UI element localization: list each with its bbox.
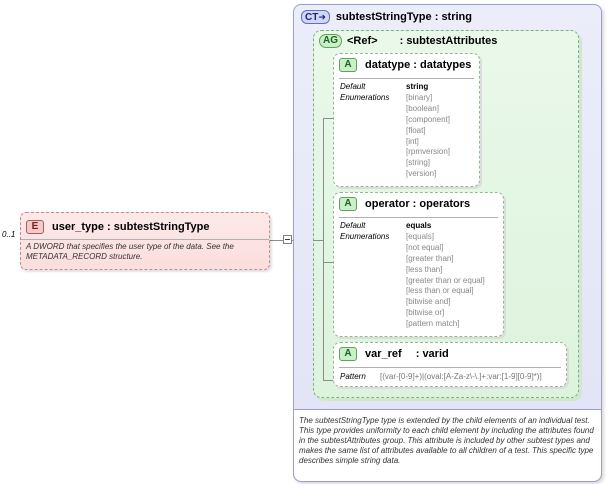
- attribute-group-type: subtestAttributes: [406, 35, 498, 47]
- attribute-datatype-title: datatype : datatypes: [365, 59, 472, 71]
- attribute-datatype-type: datatypes: [420, 59, 472, 71]
- expand-collapse-toggle[interactable]: [283, 235, 292, 244]
- enum-value: [float]: [406, 125, 426, 135]
- attribute-group-badge: AG: [319, 34, 342, 48]
- attribute-badge: A: [339, 347, 357, 361]
- attribute-datatype-values: string [binary] [boolean] [component] [f…: [406, 82, 450, 180]
- enum-value: [bitwise or]: [406, 308, 445, 318]
- attribute-var-ref-name: var_ref: [365, 348, 402, 360]
- enum-value: [equals]: [406, 231, 435, 241]
- element-separator: [21, 239, 269, 240]
- pattern-label: Pattern: [340, 372, 366, 381]
- attribute-operator[interactable]: A operator : operators Default Enumerati…: [333, 192, 504, 337]
- element-name: user_type: [52, 221, 104, 233]
- enum-value: [string]: [406, 158, 431, 168]
- attribute-datatype-name: datatype: [365, 59, 411, 71]
- enum-value: [not equal]: [406, 242, 444, 252]
- element-header: E user_type : subtestStringType: [26, 219, 210, 235]
- attribute-separator: [339, 367, 561, 368]
- extension-arrow-icon: ➜: [318, 12, 326, 22]
- default-value: equals: [406, 221, 432, 230]
- enum-value: [version]: [406, 169, 437, 179]
- attribute-operator-type: operators: [419, 198, 471, 210]
- enum-value: [less than]: [406, 264, 443, 274]
- connector-from-group: [313, 240, 323, 241]
- occurrence-label: 0..1: [2, 230, 16, 239]
- connector-to-var-ref: [323, 380, 333, 381]
- complex-type-description-area: The subtestStringType type is extended b…: [294, 409, 601, 481]
- complex-type-description: The subtestStringType type is extended b…: [299, 416, 594, 465]
- element-badge: E: [26, 220, 44, 234]
- enum-value: [int]: [406, 136, 419, 146]
- default-label: Default: [340, 82, 366, 91]
- pattern-value: [(var-[0-9]+)|(oval:[A-Za-z\-\.]+:var:[1…: [380, 372, 542, 381]
- attribute-operator-name: operator: [365, 198, 410, 210]
- enum-value: [greater than or equal]: [406, 275, 485, 285]
- complex-type-base: string: [441, 11, 472, 23]
- attribute-separator: [339, 78, 474, 79]
- connector-to-operator: [323, 262, 333, 263]
- enum-value: [rpmversion]: [406, 147, 451, 157]
- attribute-datatype-labels: Default Enumerations: [340, 82, 389, 103]
- attribute-separator: [339, 217, 498, 218]
- attribute-datatype-header: A datatype : datatypes: [339, 58, 471, 72]
- enum-value: [binary]: [406, 92, 433, 102]
- enum-value: [less than or equal]: [406, 286, 474, 296]
- connector-element-to-type: [268, 240, 283, 241]
- enum-value: [bitwise and]: [406, 297, 451, 307]
- enum-value: [greater than]: [406, 253, 454, 263]
- enum-value: [pattern match]: [406, 319, 460, 329]
- complex-type-header: CT➜ subtestStringType : string: [301, 10, 472, 24]
- attribute-operator-header: A operator : operators: [339, 197, 470, 211]
- element-title: user_type : subtestStringType: [52, 221, 210, 233]
- attribute-datatype[interactable]: A datatype : datatypes Default Enumerati…: [333, 53, 480, 187]
- complex-type-badge: CT➜: [301, 10, 330, 24]
- attribute-var-ref-type: varid: [422, 348, 449, 360]
- attribute-var-ref-type-label: : varid: [415, 348, 449, 360]
- attribute-var-ref[interactable]: A var_ref : varid Pattern [(var-[0-9]+)|…: [333, 342, 567, 387]
- enumerations-label: Enumerations: [340, 92, 390, 102]
- attribute-badge: A: [339, 197, 357, 211]
- element-user-type[interactable]: E user_type : subtestStringType A DWORD …: [20, 212, 270, 270]
- complex-type-title: subtestStringType : string: [335, 11, 472, 23]
- attribute-badge: A: [339, 58, 357, 72]
- element-description: A DWORD that specifies the user type of …: [26, 242, 234, 261]
- attribute-operator-title: operator : operators: [365, 198, 471, 210]
- default-value: string: [406, 82, 429, 91]
- enumerations-label: Enumerations: [340, 231, 390, 241]
- element-type: subtestStringType: [113, 221, 210, 233]
- enum-value: [component]: [406, 114, 451, 124]
- attribute-group-header: AG <Ref> : subtestAttributes: [319, 34, 497, 48]
- connector-expander-to-type: [292, 240, 293, 241]
- attribute-tree-trunk: [323, 118, 324, 380]
- connector-to-datatype: [323, 118, 333, 119]
- attribute-operator-labels: Default Enumerations: [340, 221, 389, 242]
- attribute-group-type-label: : subtestAttributes: [399, 35, 498, 47]
- attribute-var-ref-header: A var_ref : varid: [339, 347, 449, 361]
- attribute-operator-values: equals [equals] [not equal] [greater tha…: [406, 221, 485, 330]
- attribute-group-ref: <Ref>: [347, 35, 378, 47]
- default-label: Default: [340, 221, 366, 230]
- complex-type-name: subtestStringType: [335, 11, 432, 23]
- enum-value: [boolean]: [406, 103, 439, 113]
